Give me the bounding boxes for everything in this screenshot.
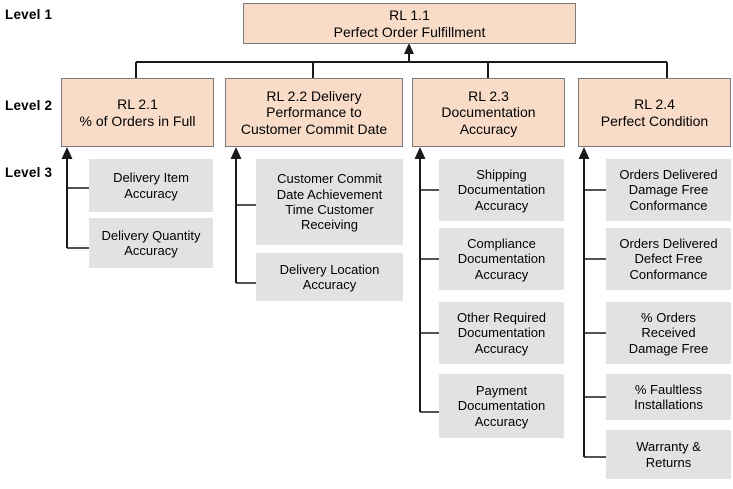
node-rl-2-3[interactable]: RL 2.3 Documentation Accuracy	[412, 78, 565, 147]
node-compliance-documentation-accuracy[interactable]: Compliance Documentation Accuracy	[439, 228, 564, 290]
node-rl-2-2-line-3: Customer Commit Date	[240, 120, 388, 137]
node-payment-doc-line-2: Documentation	[457, 398, 546, 414]
node-rl-2-3-line-3: Accuracy	[459, 120, 518, 137]
node-defect-free-conf-line-1: Orders Delivered	[619, 236, 718, 251]
node-rl-2-4-line-1: RL 2.4	[634, 95, 675, 112]
node-delivery-item-accuracy-line-1: Delivery Item	[113, 170, 189, 186]
node-delivery-location-accuracy[interactable]: Delivery Location Accuracy	[256, 253, 403, 301]
node-rl-1-1-line-1: RL 1.1	[389, 6, 430, 23]
node-customer-commit-line-3: Time Customer	[285, 202, 374, 217]
node-rl-2-4-line-2: Perfect Condition	[600, 112, 709, 129]
node-delivery-quantity-accuracy[interactable]: Delivery Quantity Accuracy	[89, 218, 213, 268]
node-customer-commit-line-4: Receiving	[300, 217, 359, 233]
node-rl-2-3-line-2: Documentation	[441, 104, 536, 121]
node-customer-commit-date-achievement[interactable]: Customer Commit Date Achievement Time Cu…	[256, 159, 403, 245]
node-defect-free-conf-line-2: Defect Free	[634, 251, 703, 267]
node-rl-1-1[interactable]: RL 1.1 Perfect Order Fulfillment	[243, 3, 576, 44]
node-orders-delivered-defect-free-conformance[interactable]: Orders Delivered Defect Free Conformance	[606, 228, 731, 290]
node-compliance-doc-line-1: Compliance	[467, 236, 536, 251]
node-orders-received-line-1: % Orders	[641, 310, 696, 325]
node-shipping-documentation-accuracy[interactable]: Shipping Documentation Accuracy	[439, 159, 564, 221]
node-damage-free-conf-line-2: Damage Free	[628, 182, 709, 198]
level-3-label: Level 3	[5, 165, 53, 180]
node-delivery-item-accuracy[interactable]: Delivery Item Accuracy	[89, 159, 213, 212]
node-delivery-item-accuracy-line-2: Accuracy	[124, 185, 178, 201]
node-other-required-doc-line-3: Accuracy	[474, 340, 529, 356]
node-rl-2-2-line-2: Performance to	[266, 104, 362, 121]
node-defect-free-conf-line-3: Conformance	[629, 266, 708, 282]
node-payment-doc-line-3: Accuracy	[474, 413, 529, 429]
node-shipping-doc-line-3: Accuracy	[474, 197, 529, 213]
node-rl-2-1[interactable]: RL 2.1 % of Orders in Full	[61, 78, 214, 147]
node-delivery-quantity-accuracy-line-1: Delivery Quantity	[101, 227, 201, 243]
node-warranty-returns-line-1: Warranty &	[636, 439, 701, 455]
node-delivery-location-line-1: Delivery Location	[279, 261, 380, 277]
node-percent-faultless-installations[interactable]: % Faultless Installations	[606, 374, 731, 420]
node-customer-commit-line-1: Customer Commit	[277, 171, 382, 187]
node-damage-free-conf-line-3: Conformance	[629, 197, 708, 213]
node-rl-2-4[interactable]: RL 2.4 Perfect Condition	[578, 78, 731, 147]
node-orders-received-line-2: Received	[641, 325, 696, 341]
node-compliance-doc-line-3: Accuracy	[474, 266, 529, 282]
node-customer-commit-line-2: Date Achievement	[276, 186, 383, 202]
node-rl-2-3-line-1: RL 2.3	[468, 87, 509, 104]
node-faultless-install-line-2: Installations	[634, 397, 703, 412]
node-orders-delivered-damage-free-conformance[interactable]: Orders Delivered Damage Free Conformance	[606, 159, 731, 221]
node-rl-2-1-line-2: % of Orders in Full	[79, 112, 196, 129]
node-rl-2-1-line-1: RL 2.1	[117, 95, 158, 112]
level-2-label: Level 2	[5, 98, 53, 113]
node-other-required-documentation-accuracy[interactable]: Other Required Documentation Accuracy	[439, 302, 564, 364]
node-rl-1-1-line-2: Perfect Order Fulfillment	[333, 23, 486, 40]
node-faultless-install-line-1: % Faultless	[634, 381, 703, 397]
node-orders-received-line-3: Damage Free	[628, 340, 709, 356]
node-shipping-doc-line-2: Documentation	[457, 182, 546, 198]
node-rl-2-2[interactable]: RL 2.2 Delivery Performance to Customer …	[225, 78, 403, 147]
node-payment-doc-line-1: Payment	[475, 383, 528, 398]
node-warranty-returns-line-2: Returns	[645, 454, 692, 470]
node-other-required-doc-line-2: Documentation	[457, 325, 546, 341]
node-rl-2-2-line-1: RL 2.2 Delivery	[266, 87, 362, 104]
node-payment-documentation-accuracy[interactable]: Payment Documentation Accuracy	[439, 374, 564, 438]
node-delivery-location-line-2: Accuracy	[302, 277, 357, 292]
node-warranty-and-returns[interactable]: Warranty & Returns	[606, 430, 731, 479]
node-other-required-doc-line-1: Other Required	[457, 310, 546, 325]
node-compliance-doc-line-2: Documentation	[457, 251, 546, 267]
node-shipping-doc-line-1: Shipping	[476, 167, 527, 182]
node-delivery-quantity-accuracy-line-2: Accuracy	[124, 243, 178, 258]
node-percent-orders-received-damage-free[interactable]: % Orders Received Damage Free	[606, 302, 731, 364]
level-1-label: Level 1	[5, 7, 53, 22]
node-damage-free-conf-line-1: Orders Delivered	[619, 167, 718, 182]
